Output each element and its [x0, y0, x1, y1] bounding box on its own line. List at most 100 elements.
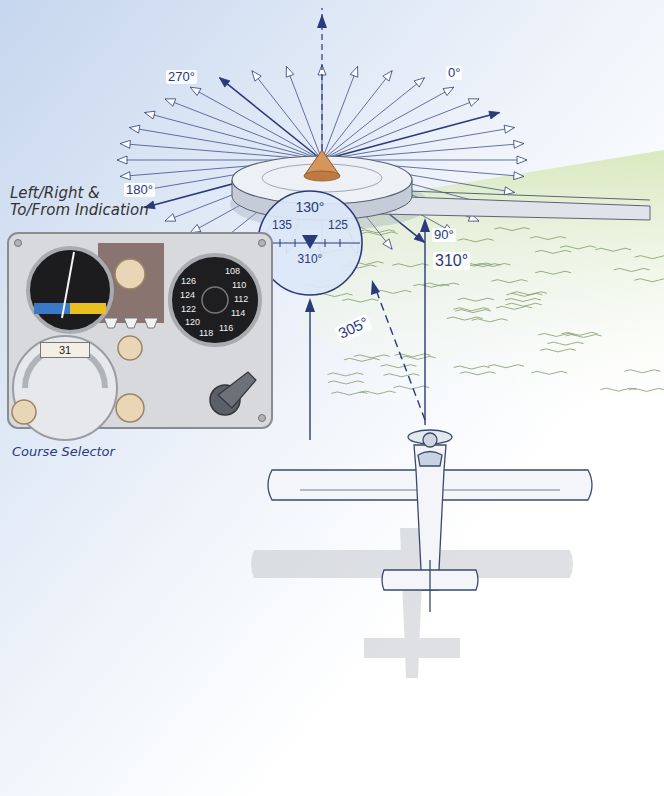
field-stroke — [634, 256, 664, 259]
radial-arrowhead — [443, 87, 454, 95]
instrument-panel-part — [28, 248, 112, 332]
field-stroke — [488, 365, 524, 368]
field-stroke — [453, 308, 489, 311]
scale-number: 31 — [41, 344, 89, 356]
caption-label: Course Selector — [10, 445, 117, 459]
scale-number: 124 — [180, 291, 195, 301]
radial-arrowhead — [117, 156, 127, 164]
scale-number: 125 — [328, 219, 348, 232]
instrument-panel-part — [202, 287, 228, 313]
instrument-panel-part — [259, 415, 266, 422]
field-stroke — [530, 237, 566, 240]
instrument-panel-part — [218, 372, 256, 408]
scale-number: 112 — [234, 295, 248, 305]
field-stroke — [328, 381, 364, 384]
field-stroke — [472, 319, 508, 322]
field-stroke — [327, 373, 363, 376]
instrument-panel-part — [170, 255, 260, 345]
radial-arrowhead — [144, 111, 155, 119]
field-stroke — [331, 392, 367, 395]
scale-number: 118 — [199, 329, 213, 339]
field-stroke — [496, 306, 532, 309]
radial-line — [286, 66, 322, 160]
course-indicator-disc-part — [295, 239, 296, 247]
field-stroke — [505, 298, 541, 301]
airplane-shadow — [251, 528, 573, 678]
radial-arrowhead — [220, 78, 230, 87]
airplane-part — [423, 433, 437, 447]
field-stroke — [460, 372, 496, 375]
radial-arrowhead — [165, 214, 176, 221]
field-stroke — [562, 332, 598, 335]
instrument-panel-part — [259, 240, 266, 247]
radial-arrowhead — [504, 125, 515, 133]
radial-arrowhead — [514, 140, 524, 148]
course-label: 310° — [433, 252, 470, 270]
course-indicator-disc-part — [280, 239, 281, 247]
vor-station-part — [380, 196, 650, 220]
instrument-panel-part — [118, 336, 142, 360]
field-stroke — [384, 374, 420, 377]
course-indicator-disc-part — [258, 191, 362, 295]
field-stroke — [458, 239, 494, 242]
radial-line — [322, 87, 454, 160]
instrument-panel-part — [62, 252, 74, 318]
field-stroke — [354, 355, 390, 358]
course-indicator-circle: 135130°125310° — [258, 191, 362, 295]
radial-arrowhead — [120, 172, 130, 180]
field-stroke — [624, 370, 660, 373]
instrument-panel-part — [15, 240, 22, 247]
radial-arrowhead — [489, 111, 500, 119]
vor-station-part — [304, 171, 340, 181]
radial-arrowhead — [120, 140, 130, 148]
bearing-label: 270° — [166, 70, 197, 84]
radial-arrowhead — [517, 156, 527, 164]
instrument-panel-part — [70, 303, 106, 314]
instrument-panel-part — [104, 318, 118, 328]
north-axis — [317, 8, 327, 160]
radial-arrowhead — [383, 239, 392, 249]
airplane-part — [418, 452, 442, 467]
scale-number: 135 — [272, 219, 292, 232]
field-stroke — [538, 333, 574, 336]
scale-number: 108 — [225, 267, 240, 277]
field-stroke — [465, 264, 501, 267]
field-stroke — [458, 298, 494, 301]
field-stroke — [511, 292, 547, 295]
field-stroke — [595, 248, 631, 251]
scale-number: 110 — [232, 281, 246, 291]
north-axis-part — [321, 8, 322, 160]
radial-arrowhead — [252, 71, 261, 81]
field-stroke — [413, 284, 449, 287]
scale-number: 310° — [258, 253, 362, 266]
field-stroke — [342, 299, 378, 302]
instrument-panel-part — [12, 400, 36, 424]
field-stroke — [614, 268, 650, 271]
bearing-label: 0° — [446, 66, 462, 80]
radial-arrowhead — [129, 125, 140, 133]
field-stroke — [560, 246, 596, 249]
radial-line — [190, 87, 322, 160]
bearing-label: 90° — [432, 228, 456, 242]
radial-arrowhead — [468, 99, 479, 106]
radial-line — [144, 113, 322, 161]
field-stroke — [455, 310, 491, 313]
scale-number: 126 — [181, 277, 196, 287]
field-stroke — [392, 264, 428, 267]
field-stroke — [531, 371, 567, 374]
radial-arrowhead — [190, 224, 201, 232]
radial-arrowhead — [165, 99, 176, 106]
bearing-label: 180° — [124, 183, 155, 197]
course-lines-part — [424, 228, 425, 425]
course-window: 31 — [40, 342, 90, 358]
vor-station-part — [380, 190, 650, 200]
field-stroke — [375, 290, 411, 293]
scale-number: 114 — [231, 309, 245, 319]
field-stroke — [380, 365, 416, 368]
instrument-panel-part — [124, 318, 138, 328]
field-stroke — [506, 303, 542, 306]
north-axis-part — [317, 14, 327, 28]
